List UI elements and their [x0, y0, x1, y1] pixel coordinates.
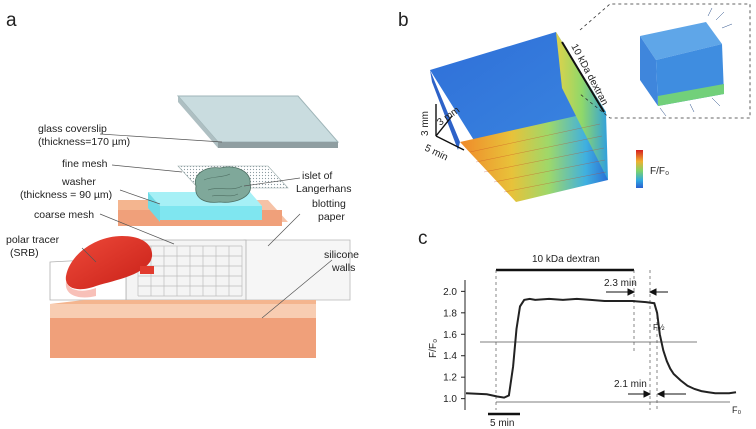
scale-time-label: 5 min	[423, 143, 450, 164]
colorbar-label: F/F₀	[650, 166, 669, 177]
label-blotting-1: blotting	[312, 198, 346, 210]
islet-of-langerhans	[194, 166, 251, 203]
time-scale-label: 5 min	[490, 418, 514, 429]
rise-annotation: 2.3 min	[604, 278, 637, 289]
label-silicone-1: silicone	[324, 249, 359, 261]
decay-arrows	[628, 390, 686, 398]
rise-arrows	[606, 288, 668, 296]
scale-depth-label: 3 mm	[420, 111, 431, 136]
stim-bar-label: 10 kDa dextran	[532, 254, 600, 265]
label-tracer-2: (SRB)	[10, 247, 39, 259]
colorbar	[636, 150, 643, 188]
y-tick-label: 1.4	[443, 351, 457, 362]
y-axis-label: F/F₀	[428, 339, 439, 358]
label-coarse-mesh: coarse mesh	[34, 209, 94, 221]
panel-a-diagram: glass coverslip (thickness=170 µm) fine …	[6, 95, 359, 358]
label-coverslip-2: (thickness=170 µm)	[38, 136, 130, 148]
inset-cube	[579, 3, 751, 119]
panel-c-chart: 1.0 1.2 1.4 1.6 1.8 2.0 F/F₀ 10 kDa dextran 2…	[428, 254, 741, 429]
label-tracer-1: polar tracer	[6, 234, 60, 246]
y-tick-label: 1.0	[443, 394, 457, 405]
label-fine-mesh: fine mesh	[62, 158, 108, 170]
y-tick-label: 2.0	[443, 287, 457, 298]
glass-coverslip	[176, 95, 340, 148]
label-coverslip-1: glass coverslip	[38, 123, 107, 135]
series-line	[465, 297, 737, 399]
cube-front-face	[460, 112, 608, 202]
label-islet-2: Langerhans	[296, 183, 351, 195]
y-tick-label: 1.6	[443, 330, 457, 341]
label-silicone-2: walls	[331, 262, 355, 274]
y-tick-label: 1.2	[443, 373, 457, 384]
cube-side-face	[556, 32, 608, 180]
silicone-walls	[50, 300, 316, 358]
panel-label-a: a	[6, 10, 17, 31]
label-blotting-2: paper	[318, 211, 345, 223]
cube-scale-bars	[435, 104, 465, 151]
label-islet-1: islet of	[302, 170, 332, 182]
panel-label-b: b	[398, 10, 409, 31]
panel-b-cube: 10 kDa dextran 3 mm 3 mm 5 min F/F₀	[420, 3, 751, 202]
y-tick-label: 1.8	[443, 308, 457, 319]
panel-label-c: c	[418, 228, 428, 249]
coarse-mesh	[125, 239, 247, 301]
label-washer-1: washer	[61, 176, 96, 188]
leader-lines	[81, 133, 333, 319]
base-annotation: F₀	[732, 405, 741, 415]
label-washer-2: (thickness = 90 µm)	[20, 189, 112, 201]
decay-annotation: 2.1 min	[614, 379, 647, 390]
polar-tracer-srb	[49, 236, 154, 301]
